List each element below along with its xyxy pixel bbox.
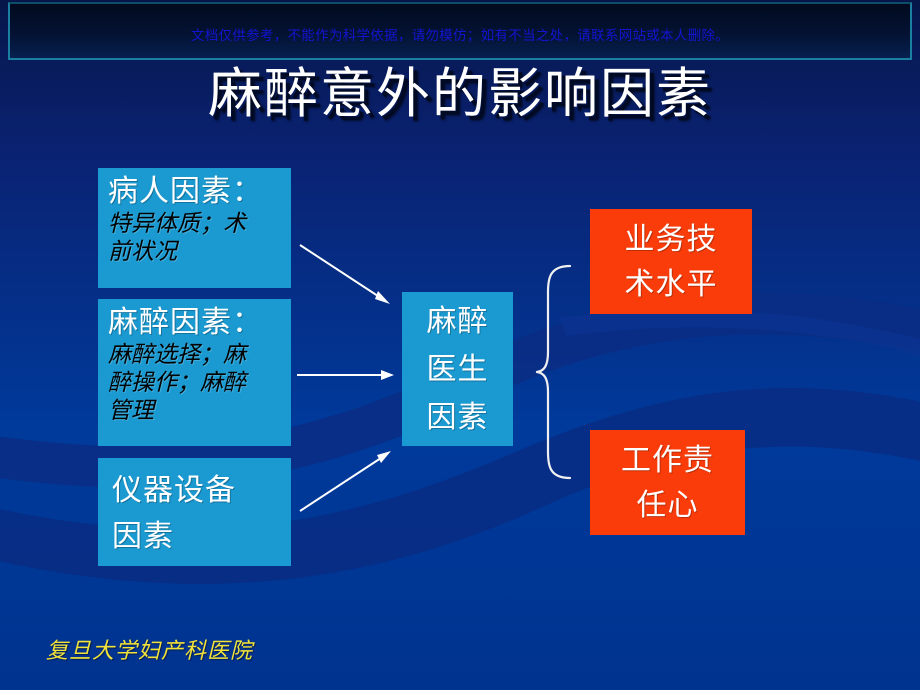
- box-professional-skill[interactable]: 业务技 术水平: [590, 209, 752, 314]
- disclaimer-text: 文档仅供参考，不能作为科学依据，请勿模仿；如有不当之处，请联系网站或本人删除。: [190, 28, 730, 43]
- box-work-responsibility[interactable]: 工作责 任心: [590, 430, 745, 535]
- box-doctor-line3: 因素: [426, 401, 489, 434]
- arrow-patient-to-doctor: [299, 244, 390, 304]
- footer-institution: 复旦大学妇产科医院: [46, 638, 254, 663]
- arrow-anesthesia-to-doctor: [297, 370, 394, 380]
- page-title: 麻醉意外的影响因素: [208, 64, 712, 124]
- box-anesthesia-factors[interactable]: 麻醉因素： 麻醉选择；麻 醉操作；麻醉 管理: [98, 299, 291, 446]
- box-anesthesiologist-factors[interactable]: 麻醉 医生 因素: [402, 292, 513, 446]
- box-equipment-line2: 因素: [112, 520, 174, 553]
- box-responsibility-line2: 任心: [636, 489, 699, 522]
- box-equipment-factors[interactable]: 仪器设备 因素: [98, 458, 291, 566]
- box-responsibility-line1: 工作责: [621, 444, 714, 477]
- arrow-equipment-to-doctor: [299, 451, 391, 512]
- box-equipment-line1: 仪器设备: [112, 474, 236, 507]
- box-patient-detail-line1: 特异体质；术: [108, 211, 246, 236]
- box-anesthesia-detail-line1: 麻醉选择；麻: [108, 342, 246, 367]
- box-skill-line2: 术水平: [624, 268, 718, 301]
- box-patient-detail-line2: 前状况: [108, 239, 177, 264]
- box-patient-heading: 病人因素：: [108, 175, 263, 208]
- swoosh-thin: [560, 309, 920, 356]
- box-anesthesia-detail-line3: 管理: [108, 398, 154, 423]
- box-doctor-line2: 医生: [426, 353, 489, 386]
- box-anesthesia-heading: 麻醉因素：: [108, 306, 263, 339]
- box-patient-factors[interactable]: 病人因素： 特异体质；术 前状况: [98, 168, 291, 288]
- box-skill-line1: 业务技: [624, 223, 718, 256]
- curly-brace-icon: [535, 264, 572, 480]
- box-doctor-line1: 麻醉: [426, 305, 489, 338]
- disclaimer-header-box: 文档仅供参考，不能作为科学依据，请勿模仿；如有不当之处，请联系网站或本人删除。: [8, 2, 912, 60]
- box-anesthesia-detail-line2: 醉操作；麻醉: [108, 370, 246, 395]
